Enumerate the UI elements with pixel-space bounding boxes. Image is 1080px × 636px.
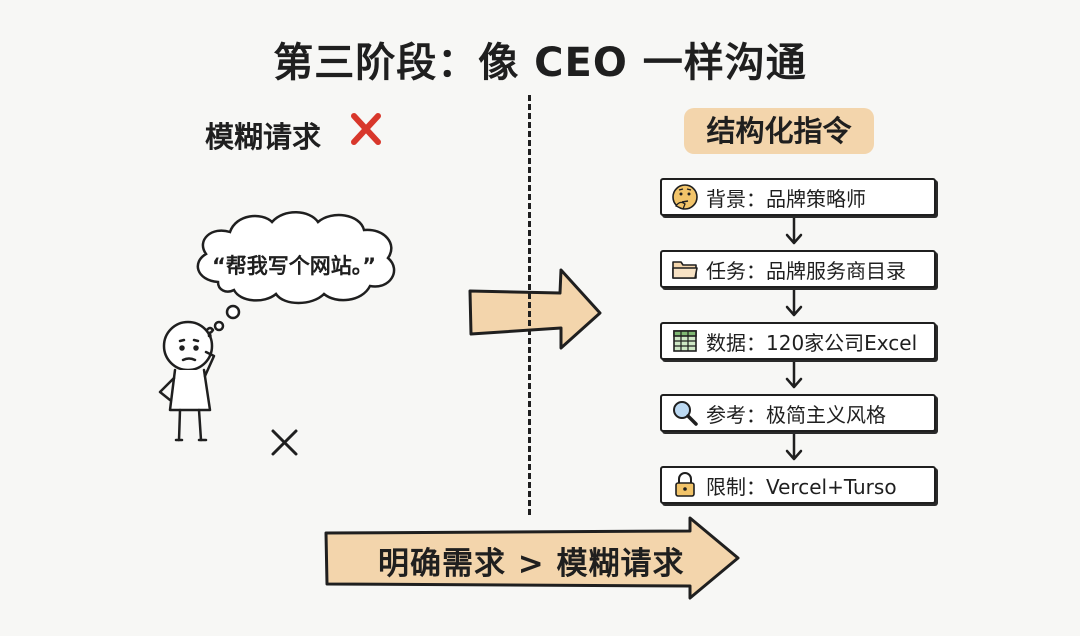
folder-icon xyxy=(672,261,698,279)
step-card-background: 背景：品牌策略师 xyxy=(660,178,936,216)
vague-request-heading: 模糊请求 xyxy=(205,114,321,156)
red-cross-icon xyxy=(351,113,381,145)
step-text-task: 任务：品牌服务商目录 xyxy=(706,258,906,283)
thinking-face-icon xyxy=(672,184,698,210)
magnifier-icon xyxy=(673,401,698,426)
thought-bubble xyxy=(196,211,396,340)
step-text-constraint: 限制：Vercel+Turso xyxy=(706,474,897,499)
step-text-background: 背景：品牌策略师 xyxy=(706,186,866,211)
step-card-task: 任务：品牌服务商目录 xyxy=(660,250,936,288)
vague-request-label: 模糊请求 xyxy=(205,120,322,154)
step-card-data: 数据：120家公司Excel xyxy=(660,322,936,360)
lock-icon xyxy=(675,472,695,497)
cross-mark-icon xyxy=(271,429,298,456)
confused-person xyxy=(158,320,216,442)
bottom-arrow xyxy=(324,516,740,600)
step-connectors xyxy=(785,214,803,461)
middle-arrow xyxy=(468,268,602,350)
spreadsheet-icon xyxy=(673,330,697,352)
speech-text: “帮我写个网站。” xyxy=(212,254,377,278)
structured-instruction-label: 结构化指令 xyxy=(706,114,852,148)
page-title: 第三阶段：像 CEO 一样沟通 xyxy=(273,40,807,86)
structured-instruction-heading: 结构化指令 xyxy=(684,108,874,154)
step-card-reference: 参考：极简主义风格 xyxy=(660,394,936,432)
step-card-constraint: 限制：Vercel+Turso xyxy=(660,466,936,504)
bottom-banner-text: 明确需求 > 模糊请求 xyxy=(378,546,685,582)
step-text-data: 数据：120家公司Excel xyxy=(706,330,918,355)
dashed-divider xyxy=(528,95,531,515)
step-text-reference: 参考：极简主义风格 xyxy=(706,402,886,427)
